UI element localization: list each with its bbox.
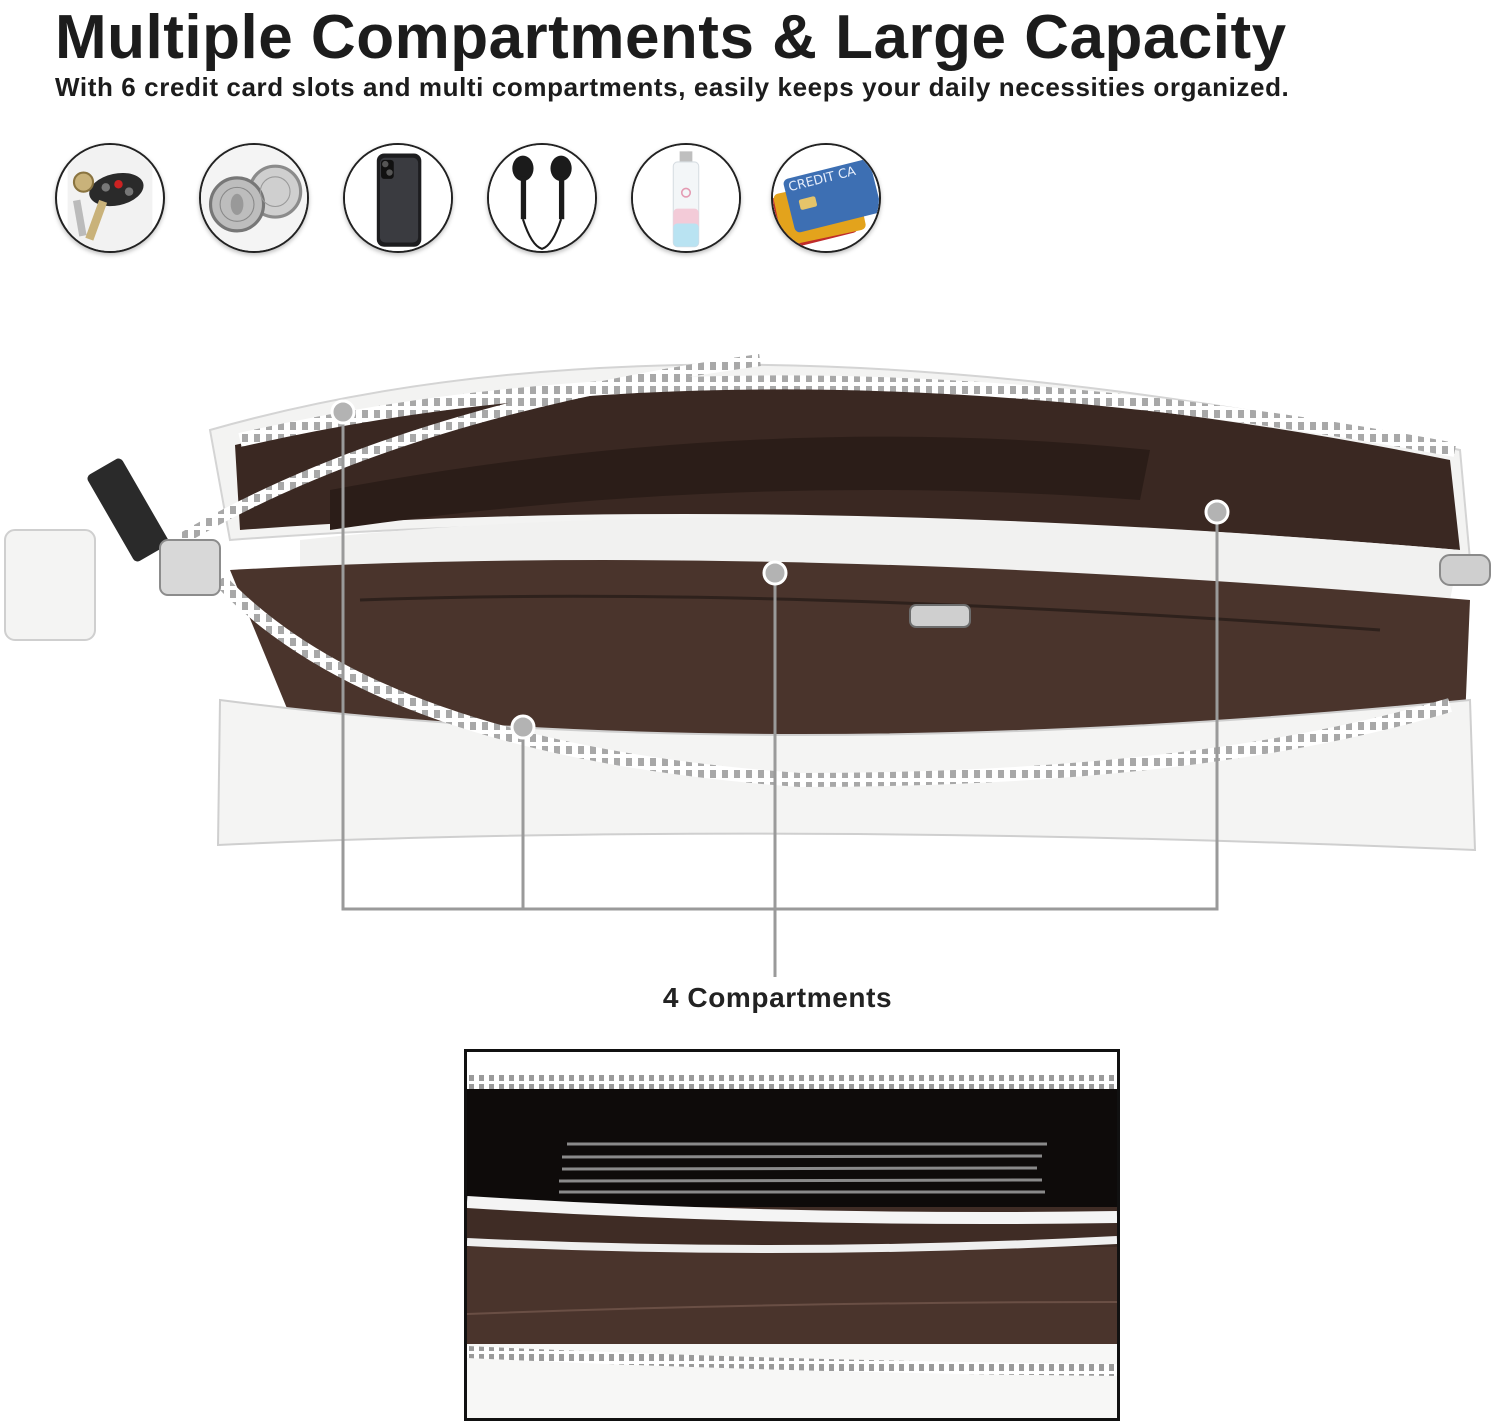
car-keys-icon xyxy=(55,143,165,253)
spray-bottle-icon xyxy=(631,143,741,253)
coins-icon xyxy=(199,143,309,253)
wallet-product-image xyxy=(0,300,1500,880)
smartphone-icon xyxy=(343,143,453,253)
card-slots-detail-image xyxy=(464,1049,1120,1421)
compartments-caption: 4 Compartments xyxy=(662,982,893,1013)
contents-icon-row: CREDIT CA xyxy=(55,143,895,253)
headline-title: Multiple Compartments & Large Capacity xyxy=(55,3,1287,72)
headline-subtitle: With 6 credit card slots and multi compa… xyxy=(55,72,1290,102)
earphones-icon xyxy=(487,143,597,253)
credit-cards-icon: CREDIT CA xyxy=(771,143,881,253)
